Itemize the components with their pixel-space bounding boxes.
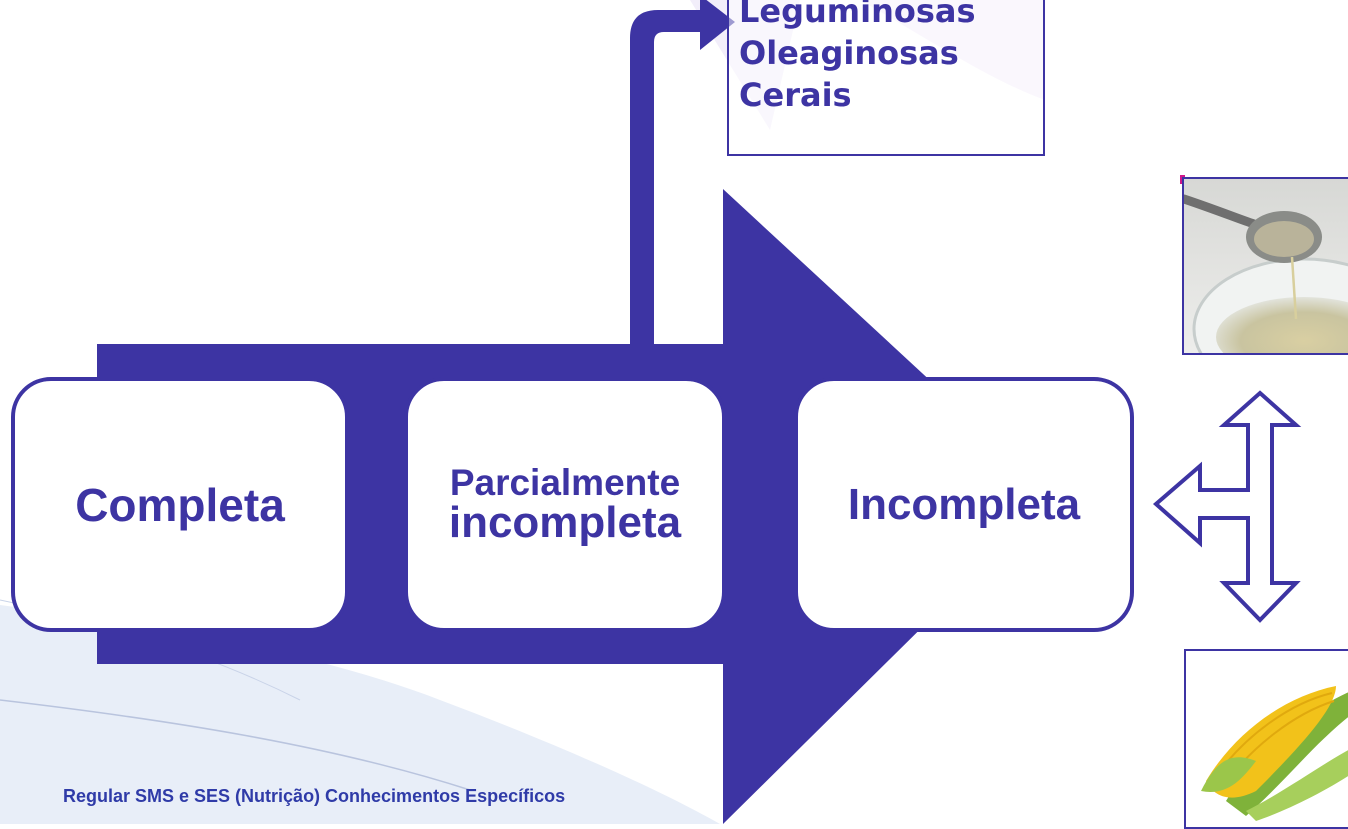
stage-parcial-label-line2: incompleta (448, 498, 682, 547)
corn-cob-image (1186, 651, 1348, 827)
bent-up-arrow-icon (630, 0, 735, 346)
background-wave-line (0, 699, 471, 791)
corn-cob-photo (1184, 649, 1348, 829)
spoon-oil-image (1184, 179, 1348, 353)
foods-list-box: Leguminosas Oleaginosas Cerais (727, 0, 1045, 156)
food-item-oleaginosas: Oleaginosas (739, 34, 959, 72)
stage-parcialmente-incompleta-box: Parcialmente incompleta (404, 377, 726, 632)
food-item-leguminosas: Leguminosas (739, 0, 976, 30)
food-item-cerais: Cerais (739, 76, 852, 114)
footer-course-title: Regular SMS e SES (Nutrição) Conheciment… (63, 786, 566, 806)
three-way-outline-arrow-icon (1152, 390, 1302, 623)
stage-completa-label: Completa (75, 478, 285, 531)
stage-completa-box: Completa (11, 377, 349, 632)
spoon-oil-photo (1182, 177, 1348, 355)
stage-incompleta-box: Incompleta (794, 377, 1134, 632)
stage-parcial-label-line1: Parcialmente (449, 462, 681, 503)
stage-incompleta-label: Incompleta (847, 479, 1081, 529)
